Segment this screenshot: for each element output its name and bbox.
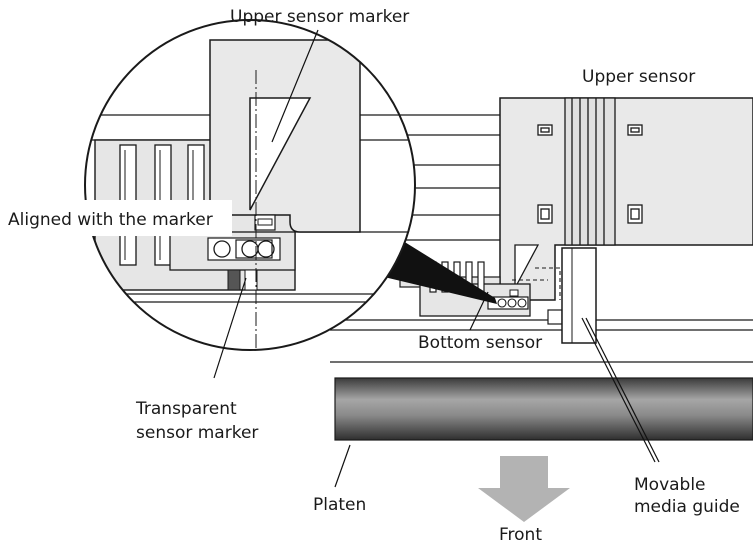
zoom-beam: [380, 236, 497, 304]
carriage-screws: [537, 124, 643, 224]
upper-sensor-marker-label: Upper sensor marker: [230, 7, 409, 27]
sensor-coil: [564, 97, 616, 246]
callout-lines: [213, 29, 660, 488]
movable-media-guide-label-1: Movable: [634, 475, 706, 495]
movable-media-guide-label-2: media guide: [634, 497, 740, 517]
platen-label: Platen: [313, 495, 366, 515]
zoom-view: [84, 19, 416, 351]
bottom-sensor-label: Bottom sensor: [418, 333, 542, 353]
upper-sensor-carriage: [499, 97, 753, 301]
transparent-sensor-marker-label-1: Transparent: [135, 399, 237, 419]
aligned-with-marker-label: Aligned with the marker: [8, 210, 213, 230]
transparent-sensor-marker-label-2: sensor marker: [136, 423, 258, 443]
upper-sensor-marker-small: [514, 244, 540, 289]
front-arrow: [478, 456, 570, 522]
platen-roller: [334, 377, 753, 441]
aligned-label-bg: [4, 200, 232, 236]
upper-sensor-label: Upper sensor: [582, 67, 695, 87]
front-label: Front: [499, 525, 542, 545]
